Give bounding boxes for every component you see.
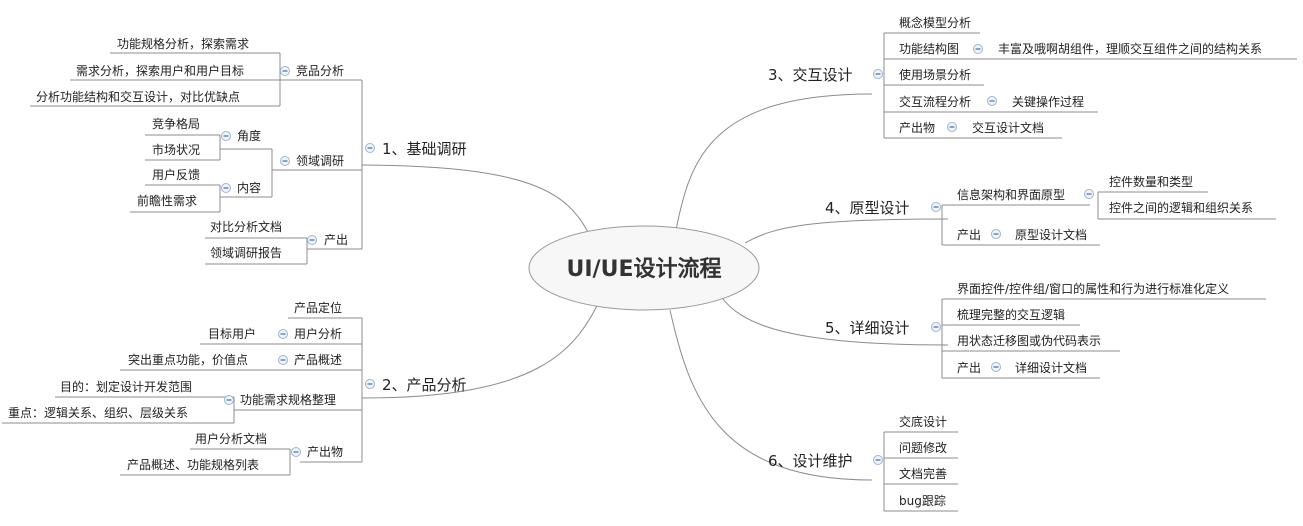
b5-item-2: 梳理完整的交互逻辑 — [957, 307, 1065, 322]
branch-3-collapse-icon[interactable] — [872, 68, 884, 80]
trunk-b1 — [361, 164, 589, 233]
branch-4-label[interactable]: 4、原型设计 — [825, 199, 910, 217]
angle-collapse-icon[interactable] — [220, 130, 232, 142]
concept-model: 概念模型分析 — [899, 15, 971, 30]
competitive-item-3: 分析功能结构和交互设计，对比优缺点 — [36, 89, 240, 104]
product-overview-item-1: 突出重点功能，价值点 — [128, 352, 248, 367]
flow-label[interactable]: 交互流程分析 — [899, 94, 971, 109]
branch-3-label[interactable]: 3、交互设计 — [768, 66, 853, 84]
ia-item-1: 控件数量和类型 — [1109, 174, 1193, 189]
content-item-2: 前瞻性需求 — [137, 193, 197, 208]
structure-label[interactable]: 功能结构图 — [899, 41, 959, 56]
user-analysis-item-1: 目标用户 — [208, 326, 256, 341]
branch-5-collapse-icon[interactable] — [930, 321, 942, 333]
b5-output-item-1: 详细设计文档 — [1015, 360, 1087, 375]
flow-item-1: 关键操作过程 — [1012, 94, 1084, 109]
branch-4-collapse-icon[interactable] — [930, 201, 942, 213]
requirements-label[interactable]: 功能需求规格整理 — [240, 392, 336, 407]
b3-output-label[interactable]: 产出物 — [899, 121, 935, 135]
angle-item-2: 市场状况 — [152, 142, 200, 157]
b4-output-item-1: 原型设计文档 — [1015, 227, 1087, 242]
domain-research-collapse-icon[interactable] — [279, 155, 291, 167]
trunk-b2 — [361, 299, 601, 399]
competitive-item-2: 需求分析，探索用户和用户目标 — [76, 63, 244, 78]
trunk-b6 — [669, 309, 873, 481]
requirements-item-2: 重点：逻辑关系、组织、层级关系 — [8, 406, 188, 420]
product-overview-label[interactable]: 产品概述 — [294, 353, 342, 367]
flow-collapse-icon[interactable] — [986, 95, 998, 107]
root-title: UI/UE设计流程 — [567, 256, 722, 282]
branch-1-label[interactable]: 1、基础调研 — [382, 140, 467, 158]
b3-output-item-1: 交互设计文档 — [972, 120, 1044, 135]
trunk-b5 — [719, 294, 949, 346]
b4-output-label[interactable]: 产出 — [957, 228, 981, 242]
ia-label[interactable]: 信息架构和界面原型 — [957, 187, 1065, 202]
deliverables-collapse-icon[interactable] — [290, 446, 302, 458]
b1-output-collapse-icon[interactable] — [306, 234, 318, 246]
b1-output-item-2: 领域调研报告 — [210, 245, 282, 260]
branch-6-collapse-icon[interactable] — [872, 454, 884, 466]
deliverables-label[interactable]: 产出物 — [307, 445, 343, 459]
structure-collapse-icon[interactable] — [972, 43, 984, 55]
ia-item-2: 控件之间的逻辑和组织关系 — [1109, 200, 1253, 215]
deliverables-item-2: 产品概述、功能规格列表 — [127, 457, 259, 472]
b6-item-2: 问题修改 — [899, 440, 947, 455]
branch-2-collapse-icon[interactable] — [364, 378, 376, 390]
content-collapse-icon[interactable] — [220, 182, 232, 194]
branch-2-label[interactable]: 2、产品分析 — [382, 376, 467, 394]
b5-output-collapse-icon[interactable] — [990, 361, 1002, 373]
ia-collapse-icon[interactable] — [1083, 188, 1095, 200]
scenario-label: 使用场景分析 — [899, 67, 971, 82]
b5-output-label[interactable]: 产出 — [957, 361, 981, 375]
content-label[interactable]: 内容 — [237, 180, 261, 195]
content-item-1: 用户反馈 — [152, 167, 200, 182]
angle-label[interactable]: 角度 — [237, 128, 261, 143]
deliverables-item-1: 用户分析文档 — [195, 431, 267, 446]
product-positioning: 产品定位 — [294, 300, 342, 315]
structure-item-1: 丰富及哦啊胡组件，理顺交互组件之间的结构关系 — [998, 41, 1262, 56]
trunk-b3 — [675, 93, 873, 231]
user-analysis-label[interactable]: 用户分析 — [294, 326, 342, 341]
trunk-b4 — [744, 218, 949, 244]
requirements-collapse-icon[interactable] — [223, 394, 235, 406]
root-node[interactable] — [528, 225, 760, 311]
competitive-analysis-collapse-icon[interactable] — [279, 65, 291, 77]
b3-output-collapse-icon[interactable] — [946, 121, 958, 133]
product-overview-collapse-icon[interactable] — [277, 354, 289, 366]
b5-item-1: 界面控件/控件组/窗口的属性和行为进行标准化定义 — [957, 281, 1229, 296]
competitive-analysis-label[interactable]: 竞品分析 — [296, 64, 344, 78]
b1-output-item-1: 对比分析文档 — [210, 219, 282, 234]
b5-item-3: 用状态迁移图或伪代码表示 — [957, 334, 1101, 348]
b6-item-3: 文档完善 — [899, 466, 947, 481]
b6-item-4: bug跟踪 — [899, 494, 946, 508]
b6-item-1: 交底设计 — [899, 414, 947, 429]
branch-6-label[interactable]: 6、设计维护 — [768, 452, 853, 470]
branch-1-collapse-icon[interactable] — [364, 142, 376, 154]
branch-5-label[interactable]: 5、详细设计 — [825, 319, 910, 337]
user-analysis-collapse-icon[interactable] — [277, 328, 289, 340]
b4-output-collapse-icon[interactable] — [990, 228, 1002, 240]
b1-output-label[interactable]: 产出 — [324, 233, 348, 247]
requirements-item-1: 目的：划定设计开发范围 — [60, 379, 192, 394]
angle-item-1: 竞争格局 — [152, 116, 200, 131]
competitive-item-1: 功能规格分析，探索需求 — [117, 36, 249, 51]
domain-research-label[interactable]: 领域调研 — [296, 154, 344, 168]
